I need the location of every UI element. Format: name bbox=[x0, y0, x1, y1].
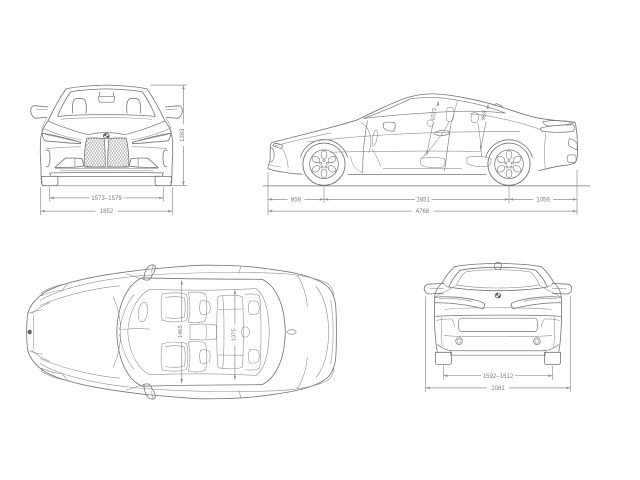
svg-text:959: 959 bbox=[481, 110, 489, 121]
svg-text:858: 858 bbox=[291, 197, 302, 204]
svg-text:2851: 2851 bbox=[416, 197, 430, 204]
svg-text:4768: 4768 bbox=[416, 208, 430, 215]
svg-text:1023: 1023 bbox=[430, 108, 438, 122]
svg-text:1375: 1375 bbox=[231, 328, 237, 341]
svg-text:1465: 1465 bbox=[178, 325, 184, 338]
svg-text:1059: 1059 bbox=[536, 197, 550, 204]
svg-text:1592–1612: 1592–1612 bbox=[483, 373, 514, 380]
svg-text:1383: 1383 bbox=[179, 128, 186, 142]
svg-text:1852: 1852 bbox=[100, 208, 114, 215]
svg-text:1573–1579: 1573–1579 bbox=[91, 195, 122, 202]
svg-text:2081: 2081 bbox=[491, 385, 505, 392]
